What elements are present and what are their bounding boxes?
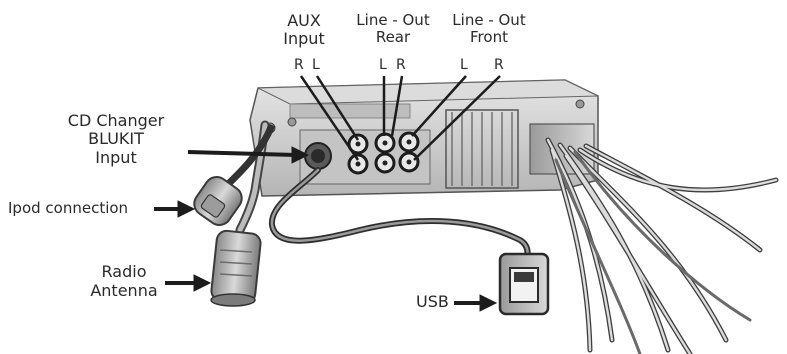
aux-channel-r: R [294,57,304,73]
usb-label: USB [416,292,449,311]
antenna-arrow [165,274,212,292]
antenna-plug [210,229,262,307]
rear-channel-r: R [396,57,406,73]
usb-cable [269,167,531,265]
front-channel-l: L [460,57,468,73]
ipod-connector [193,176,243,226]
cd-changer-arrow [187,146,310,164]
antenna-cable [223,120,276,235]
front-channel-r: R [494,57,504,73]
usb-arrow [454,294,498,312]
usb-plug [498,252,550,316]
line-out-front-label: Line - Out Front [452,11,526,46]
aux-channel-l: L [312,57,320,73]
rca-jacks [347,131,420,175]
aux-input-label: AUX Input [283,11,325,48]
rear-channel-l: L [379,57,387,73]
cd-changer-socket [304,142,332,170]
pointer-arrows [154,146,498,312]
radio-chassis [249,79,599,197]
line-out-rear-label: Line - Out Rear [356,11,430,46]
ipod-arrow [154,200,196,218]
wiring-harness [545,137,779,354]
radio-antenna-label: Radio Antenna [90,262,158,301]
channel-leader-lines [299,75,501,161]
cd-changer-label: CD Changer BLUKIT Input [67,111,165,167]
ipod-connection-label: Ipod connection [8,199,129,217]
